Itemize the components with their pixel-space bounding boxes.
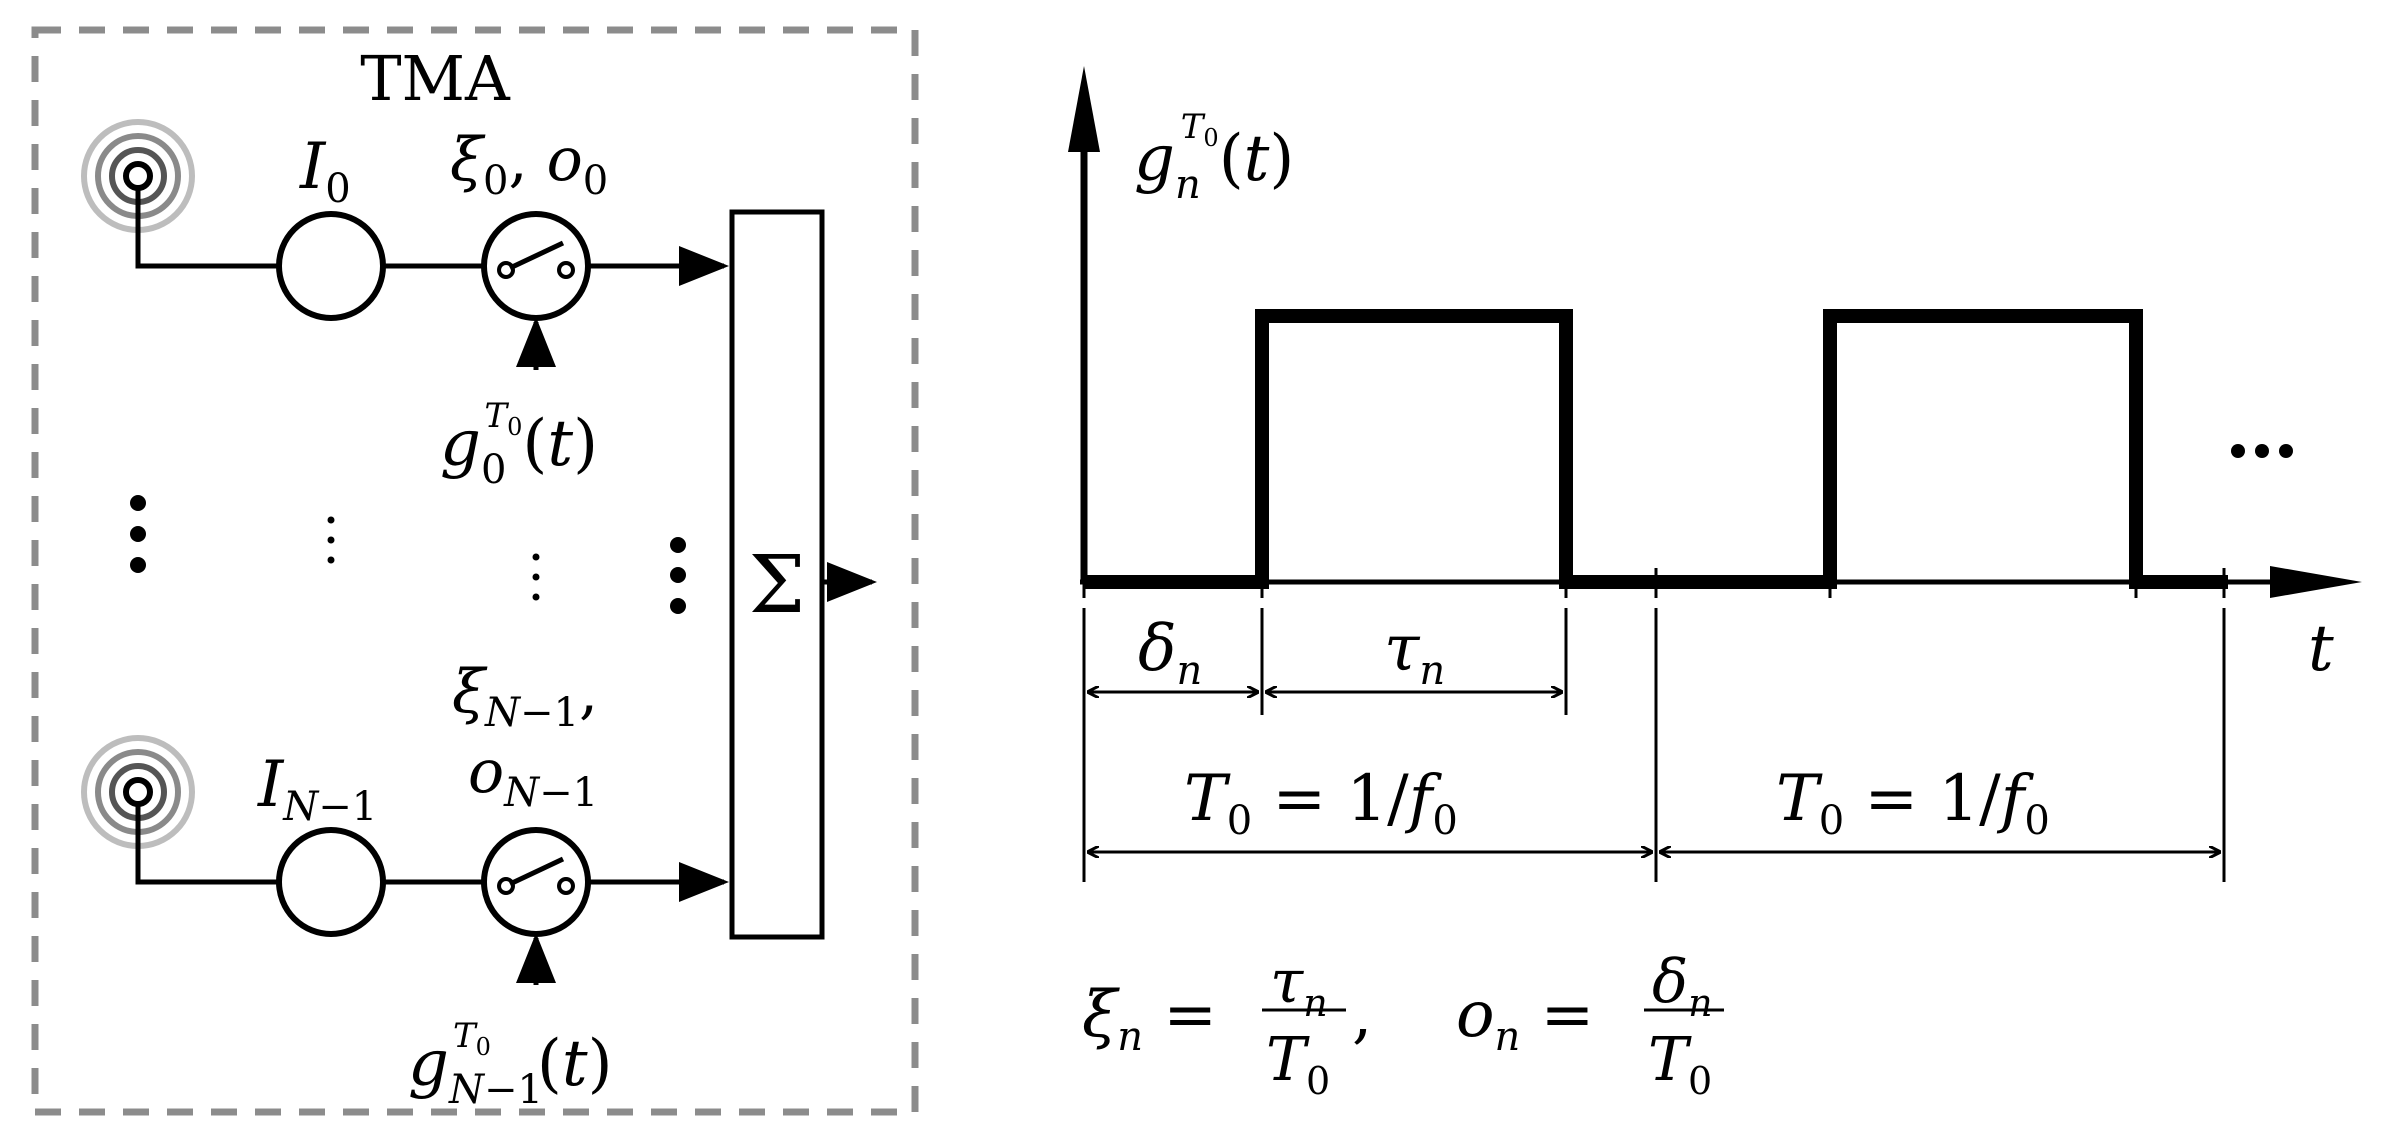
tau-label: τn	[1384, 612, 1445, 694]
svg-text:T0: T0	[1266, 1025, 1330, 1103]
summer-symbol: Σ	[749, 538, 806, 631]
continuation-dots	[2231, 444, 2293, 458]
switch-params-bottom-line2: oN−1	[468, 737, 598, 816]
ellipsis-lines	[670, 537, 686, 614]
control-signal-bottom: gN−1T0(t)	[408, 1016, 613, 1113]
switch-params-bottom-line1: ξN−1,	[452, 657, 598, 736]
current-source-bottom	[276, 827, 386, 937]
x-axis-arrowhead	[2270, 566, 2362, 598]
svg-text:T0: T0	[1648, 1025, 1712, 1103]
formula-xi: ξn = τn T0 ,	[1082, 947, 1372, 1103]
dimension-extension-lines	[1082, 608, 2226, 882]
ellipsis-switches	[532, 553, 540, 601]
delta-label: δn	[1138, 612, 1202, 694]
formula-o: on = δn T0	[1456, 947, 1724, 1103]
x-axis-label: t	[2308, 612, 2334, 686]
ellipsis-sources	[327, 516, 335, 564]
svg-text:on =: on =	[1456, 978, 1594, 1060]
svg-text:ξn =: ξn =	[1082, 978, 1217, 1060]
period-label-2: T0 = 1/f0	[1776, 762, 2050, 844]
y-axis-arrowhead	[1068, 66, 1100, 152]
summer-block	[729, 209, 825, 940]
x-axis-ticks	[1082, 568, 2226, 598]
svg-text:δn: δn	[1652, 947, 1713, 1025]
pulse-train	[1084, 309, 2228, 589]
current-label-bottom: IN−1	[257, 748, 377, 830]
switch-icon-bottom	[481, 827, 591, 937]
svg-text:τn: τn	[1270, 947, 1328, 1025]
control-signal-top: g0T0(t)	[440, 396, 598, 493]
current-label-top: I0	[299, 130, 351, 212]
feed-line-top	[135, 188, 280, 269]
tma-dashed-border	[31, 26, 919, 1116]
feed-line-bottom	[135, 804, 280, 885]
switch-params-top: ξ0, o0	[450, 125, 608, 204]
tma-title: TMA	[360, 42, 511, 115]
y-axis-label: gnT0(t)	[1134, 107, 1294, 208]
svg-text:,: ,	[1352, 978, 1372, 1052]
ellipsis-antennas	[130, 495, 146, 573]
current-source-top	[276, 211, 386, 321]
period-label-1: T0 = 1/f0	[1184, 762, 1458, 844]
switch-icon-top	[481, 211, 591, 321]
